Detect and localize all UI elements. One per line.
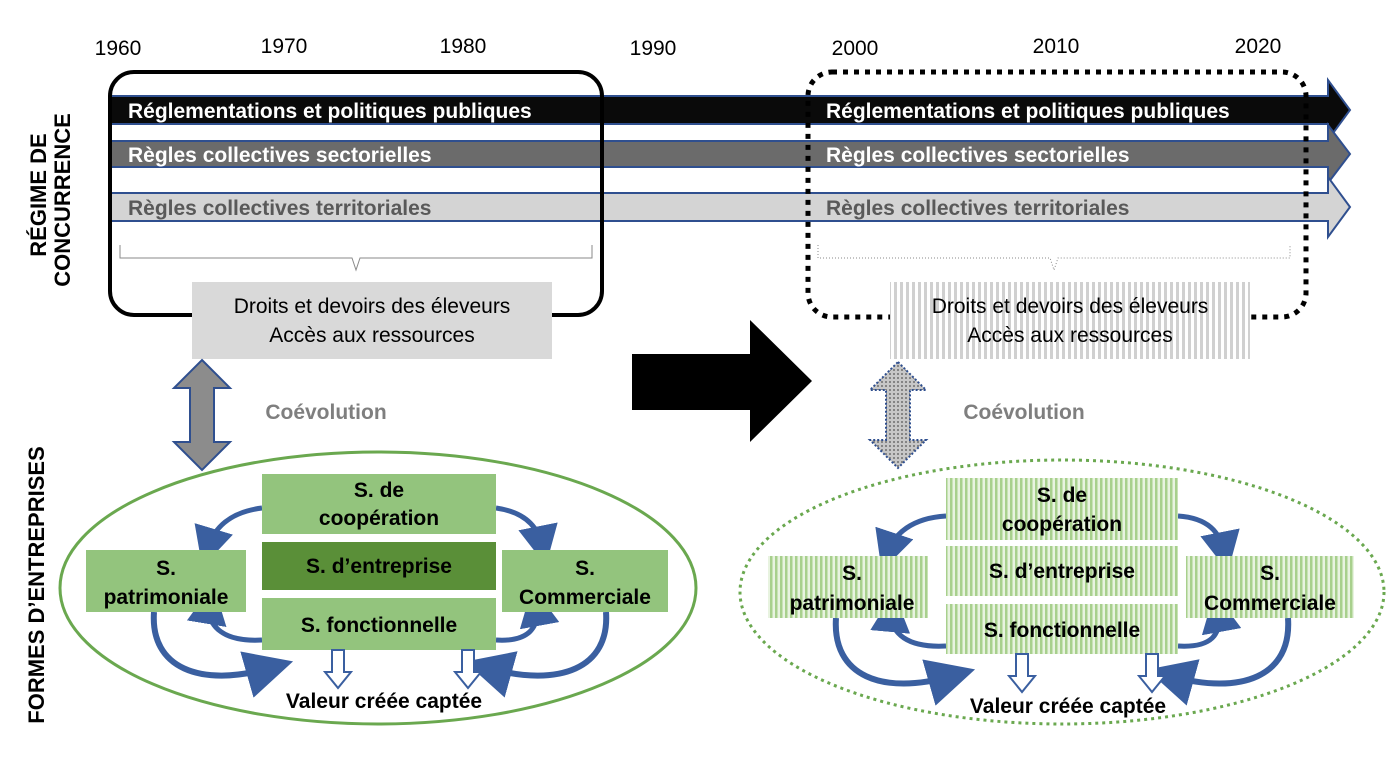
fonctionnelle-left-label: S. fonctionnelle bbox=[301, 614, 457, 637]
year-1990: 1990 bbox=[630, 37, 677, 60]
year-1960: 1960 bbox=[95, 37, 142, 60]
enterprise-panel-left: S. de coopération S. d’entreprise S. fon… bbox=[58, 450, 698, 726]
entreprise-left-label: S. d’entreprise bbox=[306, 555, 452, 578]
patrimoniale-left-line1: S. bbox=[156, 557, 176, 580]
curve-arrow-right-3 bbox=[832, 617, 976, 706]
year-1970: 1970 bbox=[261, 35, 308, 58]
entreprise-right-label: S. d’entreprise bbox=[989, 560, 1135, 583]
coevolution-label-right: Coévolution bbox=[963, 401, 1084, 424]
down-arrow-right-2 bbox=[1136, 653, 1168, 694]
curve-arrow-left-1 bbox=[194, 505, 263, 568]
band3-label-right: Règles collectives territoriales bbox=[826, 197, 1130, 220]
transition-arrow bbox=[632, 320, 812, 442]
box-commerciale-right bbox=[1186, 556, 1354, 618]
brace-right bbox=[817, 245, 1291, 272]
year-2010: 2010 bbox=[1033, 35, 1080, 58]
patrimoniale-right-line2: patrimoniale bbox=[790, 592, 915, 615]
band3-label-left: Règles collectives territoriales bbox=[128, 197, 432, 220]
box-commerciale-left bbox=[502, 550, 668, 612]
axis-label-regime-line1: RÉGIME DE bbox=[26, 133, 51, 256]
coevolution-label-left: Coévolution bbox=[265, 401, 386, 424]
box-entreprise-right bbox=[946, 546, 1178, 596]
box-patrimoniale-right bbox=[768, 556, 928, 618]
band2-label-right: Règles collectives sectorielles bbox=[826, 144, 1130, 167]
rights-left-line1: Droits et devoirs des éleveurs bbox=[234, 295, 511, 318]
valeur-right-label: Valeur créée captée bbox=[970, 695, 1166, 718]
coevolution-arrow-left bbox=[171, 358, 233, 472]
rights-left-line2: Accès aux ressources bbox=[269, 324, 474, 347]
commerciale-left-line1: S. bbox=[575, 557, 595, 580]
band-territoriales: Règles collectives territoriales Règles … bbox=[109, 173, 1352, 241]
curve-arrow-left-2 bbox=[495, 505, 558, 566]
curve-arrow-right-6 bbox=[1146, 617, 1292, 706]
rights-box-right: Droits et devoirs des éleveurs Accès aux… bbox=[890, 282, 1250, 359]
box-fonctionnelle-right bbox=[946, 604, 1178, 654]
rights-right-line1: Droits et devoirs des éleveurs bbox=[932, 295, 1209, 318]
enterprise-panel-right: S. de coopération S. d’entreprise S. fon… bbox=[738, 458, 1386, 726]
curve-arrow-right-2 bbox=[1177, 513, 1240, 572]
box-patrimoniale-left bbox=[86, 550, 246, 612]
rights-right-line2: Accès aux ressources bbox=[967, 324, 1172, 347]
box-entreprise-left bbox=[262, 542, 496, 590]
axis-label-regime-line2: CONCURRENCE bbox=[50, 113, 75, 287]
cooperation-right-line2: coopération bbox=[1002, 513, 1122, 536]
commerciale-left-line2: Commerciale bbox=[519, 586, 651, 609]
curve-arrow-left-6 bbox=[464, 611, 610, 698]
band-sectorielles: Règles collectives sectorielles Règles c… bbox=[109, 122, 1352, 186]
patrimoniale-left-line2: patrimoniale bbox=[104, 586, 229, 609]
axis-label-formes: FORMES D’ENTREPRISES bbox=[24, 446, 49, 723]
year-2000: 2000 bbox=[832, 37, 879, 60]
band1-label-left: Réglementations et politiques publiques bbox=[128, 100, 532, 123]
commerciale-right-line2: Commerciale bbox=[1204, 592, 1336, 615]
cooperation-left-line1: S. de bbox=[354, 479, 404, 502]
fonctionnelle-right-label: S. fonctionnelle bbox=[984, 619, 1140, 642]
brace-left bbox=[119, 245, 593, 272]
coevolution-arrow-right bbox=[867, 360, 929, 470]
year-1980: 1980 bbox=[440, 35, 487, 58]
down-arrow-right-1 bbox=[1006, 653, 1038, 694]
cooperation-left-line2: coopération bbox=[319, 507, 439, 530]
curve-arrow-right-1 bbox=[875, 513, 947, 571]
valeur-left-label: Valeur créée captée bbox=[286, 690, 482, 713]
down-arrow-left-2 bbox=[452, 649, 484, 690]
box-cooperation-left bbox=[262, 474, 496, 534]
curve-arrow-right-4 bbox=[870, 592, 947, 649]
band1-label-right: Réglementations et politiques publiques bbox=[826, 100, 1230, 123]
year-2020: 2020 bbox=[1235, 35, 1282, 58]
cooperation-right-line1: S. de bbox=[1037, 484, 1087, 507]
patrimoniale-right-line1: S. bbox=[842, 562, 862, 585]
down-arrow-left-1 bbox=[322, 649, 354, 690]
box-fonctionnelle-left bbox=[262, 598, 496, 650]
commerciale-right-line1: S. bbox=[1260, 562, 1280, 585]
box-cooperation-right bbox=[946, 478, 1178, 540]
band-reglementations: Réglementations et politiques publiques … bbox=[109, 76, 1352, 144]
curve-arrow-left-3 bbox=[150, 611, 294, 698]
timeline: 1960 1970 1980 1990 2000 2010 2020 bbox=[95, 35, 1282, 60]
rights-box-left: Droits et devoirs des éleveurs Accès aux… bbox=[192, 282, 552, 359]
band2-label-left: Règles collectives sectorielles bbox=[128, 144, 432, 167]
side-labels: RÉGIME DE CONCURRENCE FORMES D’ENTREPRIS… bbox=[24, 113, 75, 724]
